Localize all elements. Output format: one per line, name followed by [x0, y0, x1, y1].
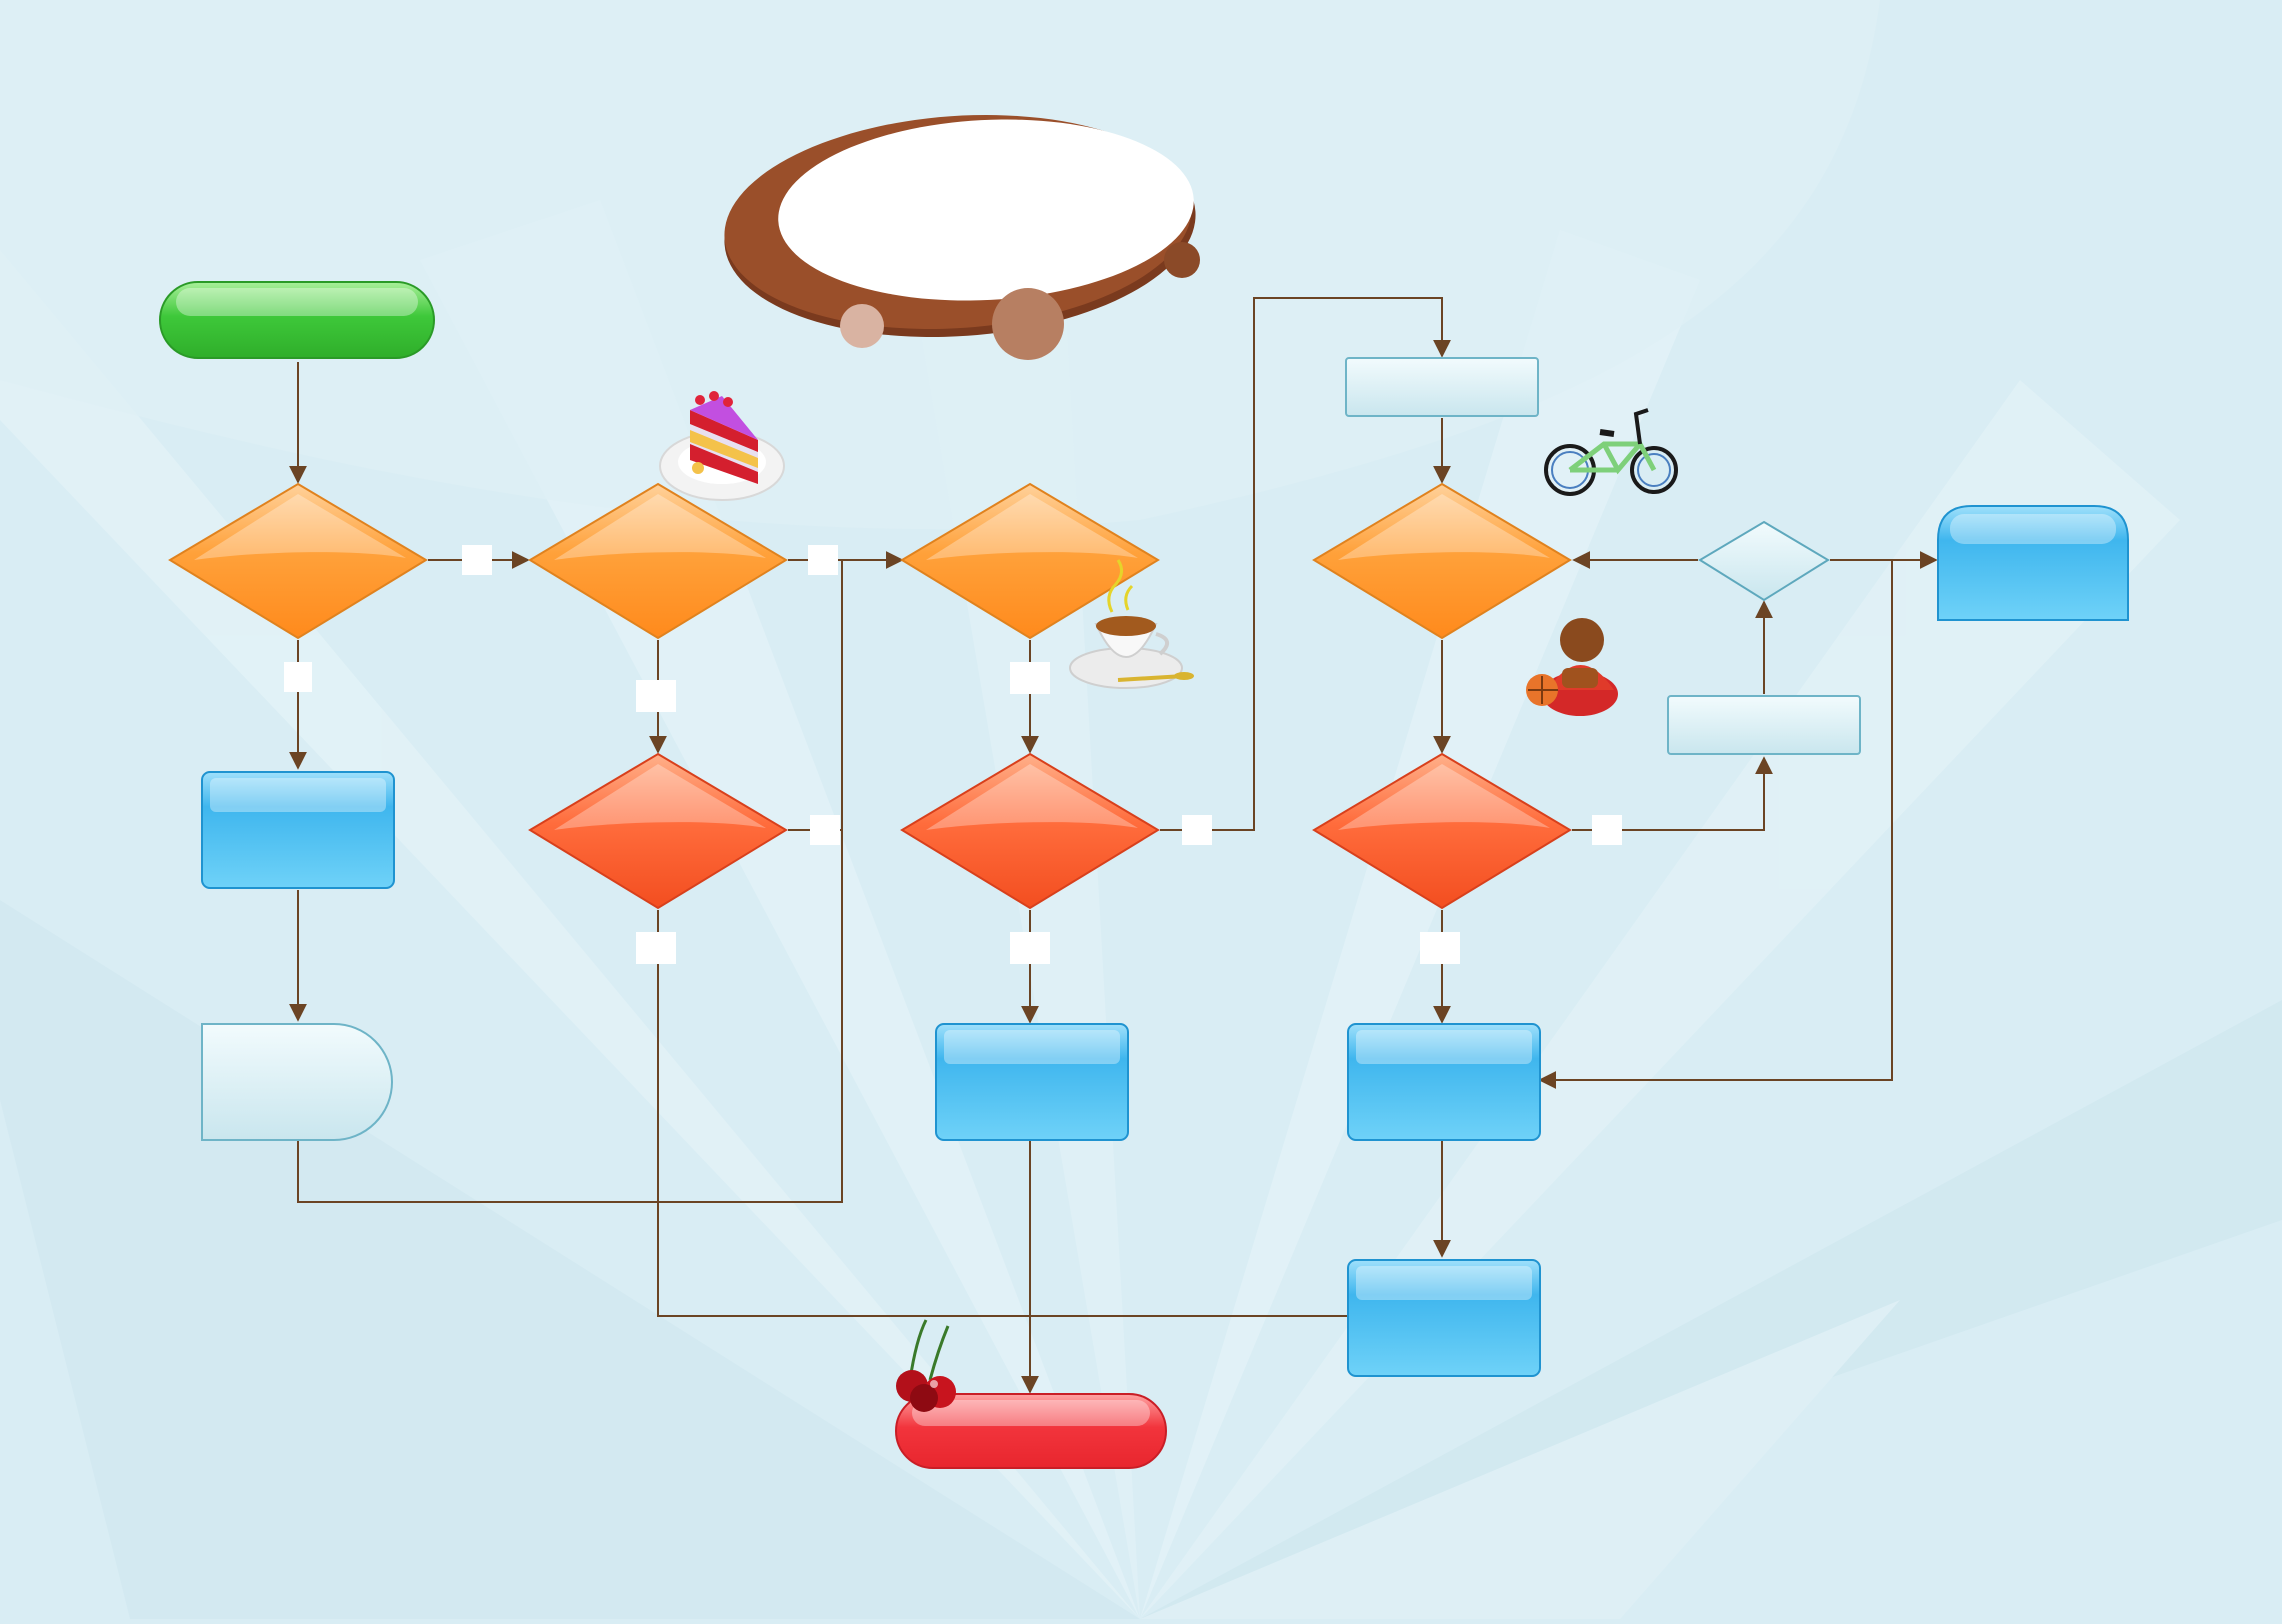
basketball-player-icon [1526, 618, 1618, 716]
start-terminator[interactable] [159, 281, 435, 359]
connector-label [636, 680, 676, 712]
connector-label [636, 932, 676, 964]
connector-labels [284, 545, 1622, 964]
connector-d5-to-top-rect [1160, 297, 1451, 831]
decision-3[interactable] [900, 482, 1160, 640]
process-4[interactable] [1347, 1259, 1541, 1377]
decision-5[interactable] [900, 752, 1160, 910]
connector-label [808, 545, 838, 575]
connector-label [462, 545, 492, 575]
process-3[interactable] [1347, 1023, 1541, 1141]
connector-label [1010, 932, 1050, 964]
light-rect-right[interactable] [1667, 695, 1861, 755]
decision-1[interactable] [168, 482, 428, 640]
connector-d7-to-light-rect [1572, 756, 1773, 831]
process-1[interactable] [201, 771, 395, 889]
decision-7[interactable] [1312, 752, 1572, 910]
cake-slice-icon [659, 391, 785, 501]
decision-2[interactable] [528, 482, 788, 640]
connector-to-process3 [1538, 560, 1893, 1089]
tea-cup-icon [1069, 559, 1194, 689]
title-ellipse [724, 115, 1200, 360]
delay-shape[interactable] [201, 1023, 393, 1141]
decision-small[interactable] [1698, 520, 1830, 602]
connector-delay-to-d3 [297, 560, 843, 1203]
connector-d4-to-end [657, 910, 1348, 1317]
display-shape[interactable] [1937, 505, 2129, 621]
decision-4[interactable] [528, 752, 788, 910]
light-rect-top[interactable] [1345, 357, 1539, 417]
connector-label [1420, 932, 1460, 964]
connector-label [1592, 815, 1622, 845]
connectors [289, 297, 1938, 1394]
connector-label [810, 815, 840, 845]
process-2[interactable] [935, 1023, 1129, 1141]
connector-label [1010, 662, 1050, 694]
connector-label [284, 662, 312, 692]
connector-label [1182, 815, 1212, 845]
cherries-icon [896, 1319, 956, 1412]
bicycle-icon [1544, 408, 1678, 496]
decision-6[interactable] [1312, 482, 1572, 640]
end-terminator[interactable] [895, 1393, 1167, 1469]
